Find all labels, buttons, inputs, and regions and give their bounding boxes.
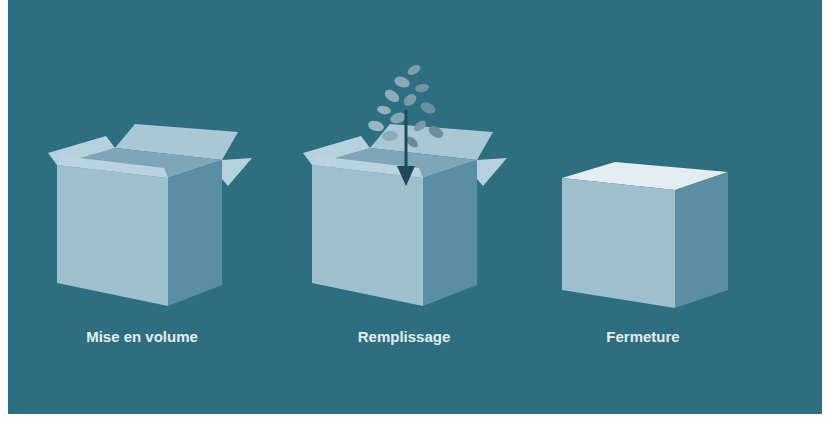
background [8,0,822,414]
closed-box [562,162,728,308]
step-label: Mise en volume [86,328,198,345]
fill-arrow [397,110,415,186]
step-label: Fermeture [606,328,679,345]
step-label: Remplissage [358,328,451,345]
open-box [48,124,252,306]
